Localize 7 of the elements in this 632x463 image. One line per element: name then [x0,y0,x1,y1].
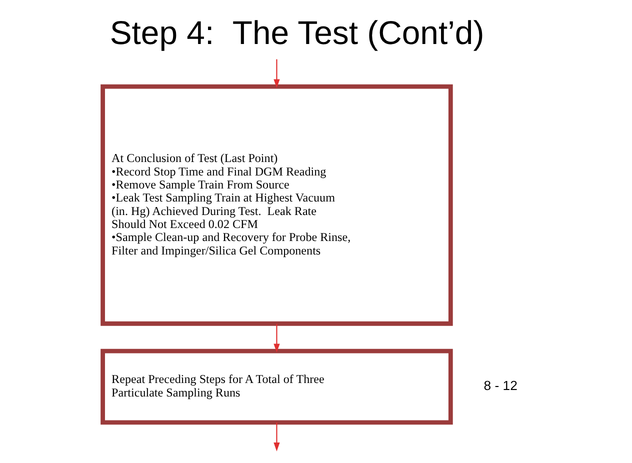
arrow [273,422,280,451]
arrow [273,323,280,352]
label: 8 - 12 [483,378,517,393]
diagram-title: Step 4: The Test (Cont’d) [109,14,484,51]
node-box: At Conclusion of Test (Last Point) •Record Stop Time and Final DGM Reading •Remove Sample Train From Source •Leak Test Sampling Train at Highest Vacuum (in. Hg) Achieved During Test. Leak Rate Should Not Exceed 0.02 CFM •Sample Clean-up and Recovery for Probe Rinse, Filter and Impinger/Silica Gel Components [100,84,452,326]
node-box: Repeat Preceding Steps for A Total of Three Particulate Sampling Runs [100,348,452,424]
arrow [273,58,280,88]
